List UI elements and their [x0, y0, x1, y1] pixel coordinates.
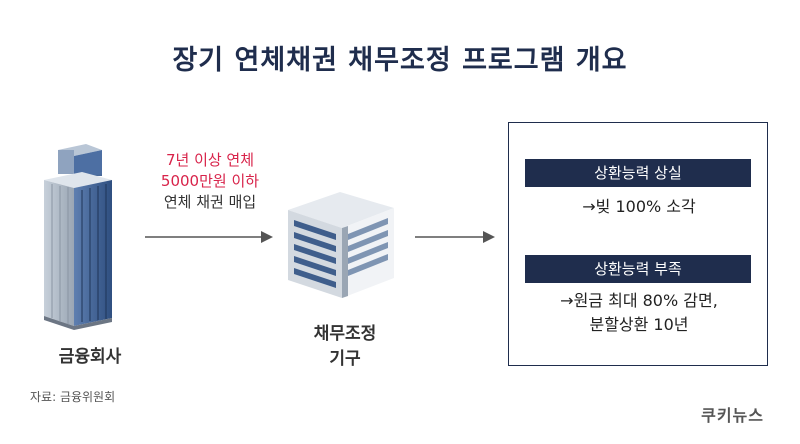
purchase-note: 7년 이상 연체 5000만원 이하 연체 채권 매입 — [130, 150, 290, 213]
outcome-detail-shortage-line2: 분할상환 10년 — [589, 315, 689, 334]
agency-label: 채무조정 기구 — [290, 322, 400, 372]
diagram-title: 장기 연체채권 채무조정 프로그램 개요 — [172, 45, 628, 76]
outcome-detail-shortage-line1: →원금 최대 80% 감면, — [560, 291, 718, 310]
arrow-agency-to-outcomes-icon — [415, 231, 495, 243]
bank-label: 금융회사 — [58, 347, 122, 367]
publisher-logo: 쿠키뉴스 — [701, 406, 764, 425]
agency-label-line1: 채무조정 — [313, 324, 377, 344]
arrow-bank-to-agency-icon — [145, 231, 273, 243]
purchase-condition-amount: 5000만원 이하 — [160, 172, 260, 190]
agency-building-icon — [288, 192, 394, 298]
outcome-badge-loss: 상환능력 상실 — [525, 159, 751, 187]
bank-building-icon — [44, 144, 112, 330]
outcome-badge-shortage: 상환능력 부족 — [525, 255, 751, 283]
source-credit: 자료: 금융위원회 — [30, 390, 116, 404]
purchase-action: 연체 채권 매입 — [163, 193, 257, 211]
outcomes-panel: 상환능력 상실 →빚 100% 소각 상환능력 부족 →원금 최대 80% 감면… — [508, 122, 768, 366]
outcome-detail-loss: →빚 100% 소각 — [582, 197, 696, 216]
agency-label-line2: 기구 — [329, 349, 361, 369]
purchase-condition-period: 7년 이상 연체 — [165, 151, 255, 169]
